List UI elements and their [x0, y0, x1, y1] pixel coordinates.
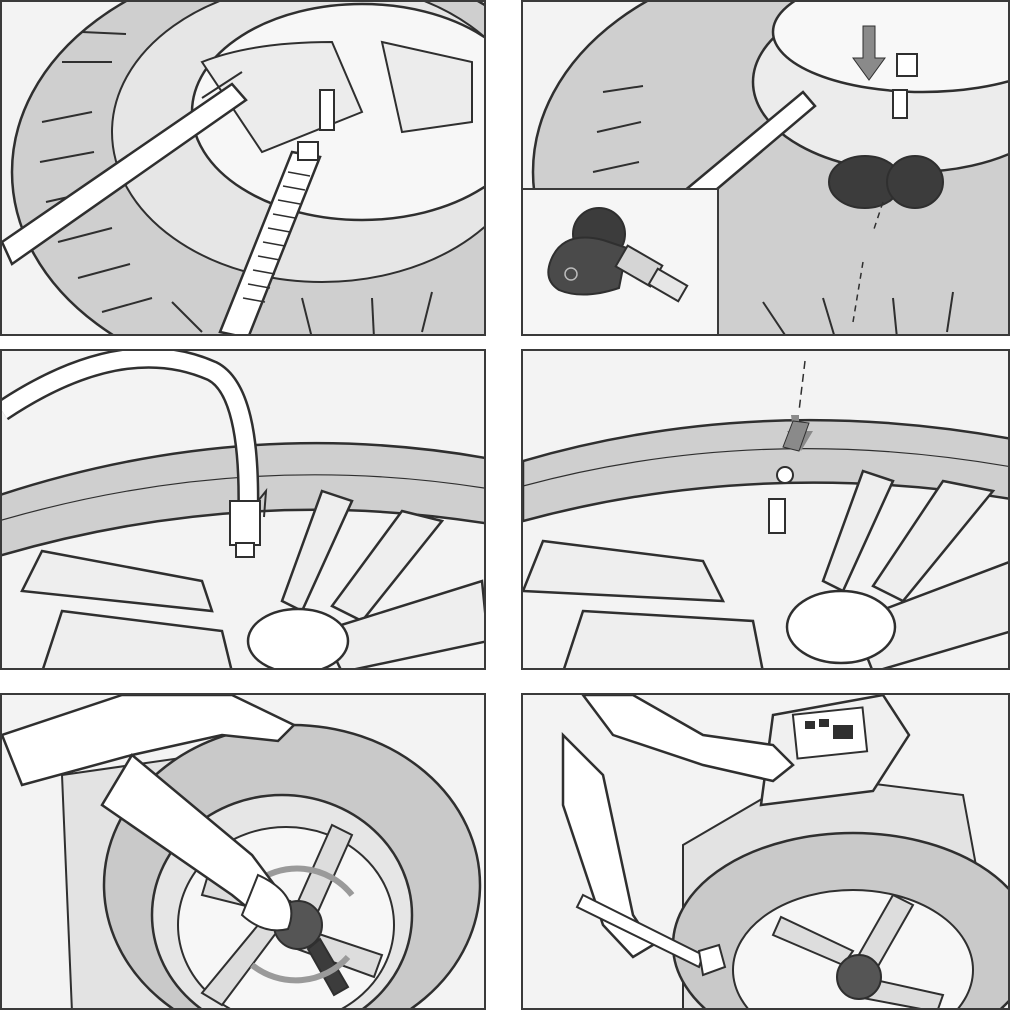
step-4-panel: [521, 349, 1010, 670]
step-2-panel: [521, 0, 1010, 336]
step-3-panel: [0, 349, 486, 670]
air-hose-inflate-icon: [2, 351, 484, 668]
step-1-panel: [0, 0, 486, 336]
tpms-tool-programming-icon: [561, 695, 1008, 1008]
valve-cap-icon: [523, 360, 1008, 668]
sensor-inset: [523, 188, 719, 334]
step-6-panel: [521, 693, 1010, 1010]
tpms-sensor-icon: [547, 207, 689, 303]
tire-lever-bead-break-icon: [2, 2, 484, 334]
step-5-panel: [0, 693, 486, 1010]
wheel-mount-hands-icon: [2, 695, 482, 1008]
